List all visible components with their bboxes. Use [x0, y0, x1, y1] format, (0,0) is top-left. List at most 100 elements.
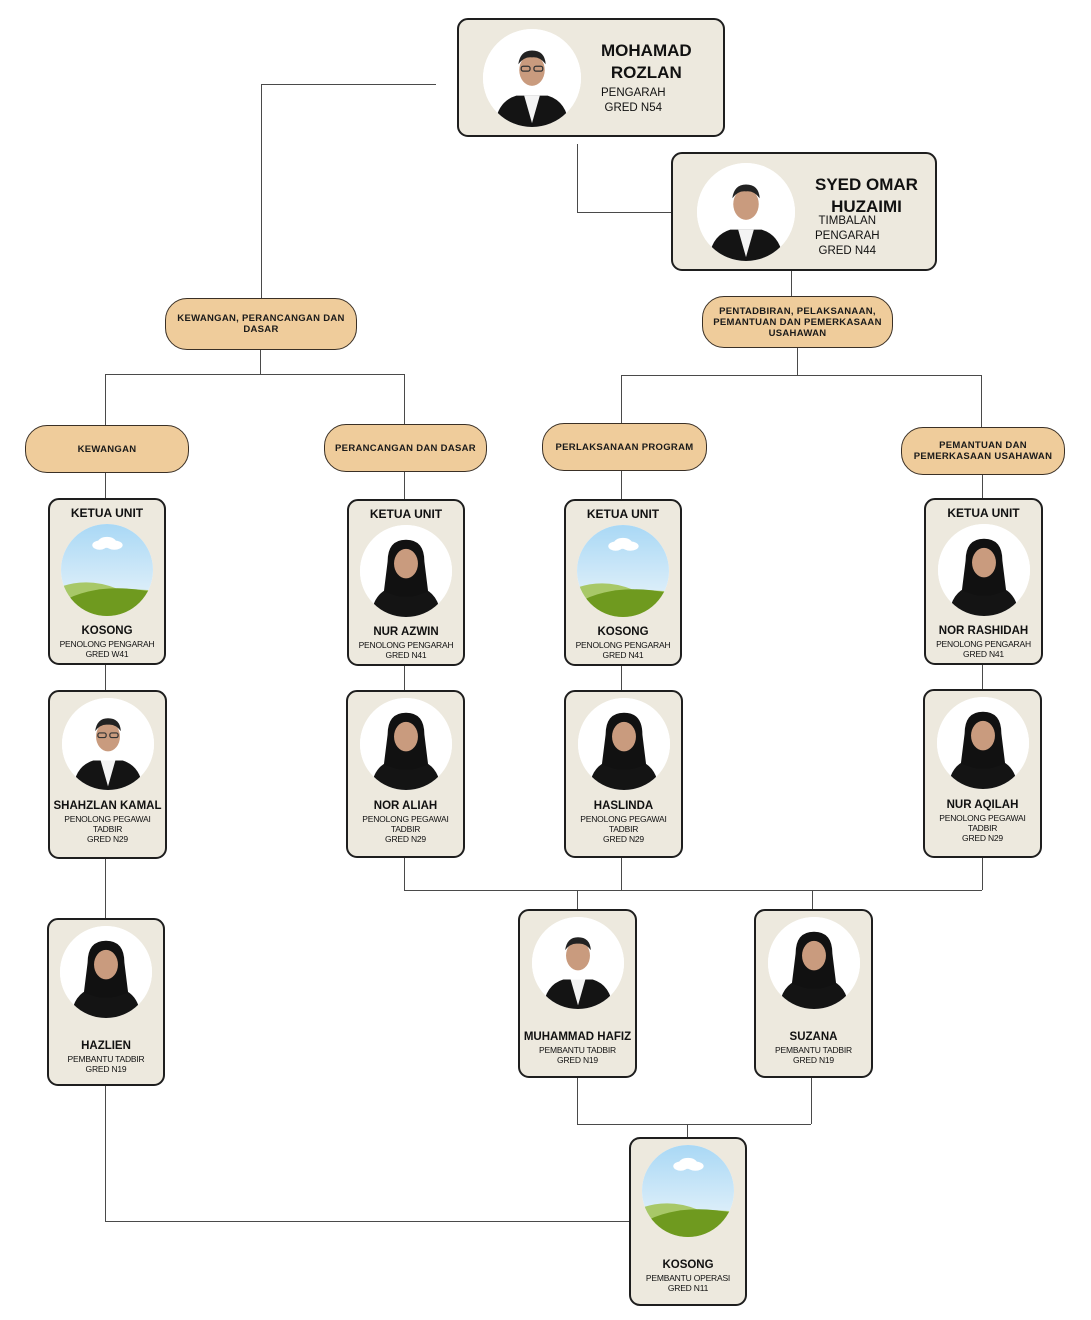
- staff-card[interactable]: NOR ALIAH PENOLONG PEGAWAI TADBIR GRED N2…: [346, 690, 465, 858]
- staff-position: PENOLONG PEGAWAI TADBIR GRED N29: [64, 814, 151, 844]
- staff-position: PENOLONG PENGARAH GRED N41: [936, 639, 1031, 659]
- staff-photo: [360, 525, 452, 617]
- staff-card[interactable]: SHAHZLAN KAMAL PENOLONG PEGAWAI TADBIR GR…: [48, 690, 167, 859]
- staff-photo: [937, 524, 1030, 616]
- connector-line: [105, 374, 404, 375]
- connector-line: [982, 475, 983, 498]
- staff-photo: [359, 698, 452, 790]
- connector-line: [577, 890, 578, 909]
- staff-photo: [642, 1145, 734, 1237]
- connector-line: [404, 665, 405, 690]
- director-position: PENGARAH GRED N54: [601, 87, 666, 114]
- staff-name: NOR RASHIDAH: [938, 625, 1029, 637]
- connector-line: [577, 212, 671, 213]
- division-name: KEWANGAN, PERANCANGAN DAN DASAR: [177, 313, 345, 335]
- staff-position: PENOLONG PEGAWAI TADBIR GRED N29: [580, 814, 667, 844]
- staff-card[interactable]: NUR AQILAH PENOLONG PEGAWAI TADBIR GRED N…: [923, 689, 1042, 858]
- staff-position: PENOLONG PEGAWAI TADBIR GRED N29: [939, 813, 1026, 843]
- connector-line: [621, 375, 622, 423]
- connector-line: [621, 471, 622, 499]
- staff-card[interactable]: HASLINDA PENOLONG PEGAWAI TADBIR GRED N29: [564, 690, 683, 858]
- connector-line: [621, 375, 981, 376]
- connector-line: [404, 374, 405, 424]
- connector-line: [621, 857, 622, 890]
- staff-photo: [577, 698, 670, 790]
- staff-card[interactable]: KETUA UNIT KOSONG PENOLONG PENGARAH GRED N…: [564, 499, 682, 666]
- staff-position: PEMBANTU TADBIR GRED N19: [539, 1045, 616, 1065]
- staff-position: PENOLONG PENGARAH GRED N41: [575, 640, 671, 660]
- staff-photo: [531, 917, 624, 1009]
- connector-line: [687, 1124, 688, 1137]
- staff-photo: [767, 917, 860, 1009]
- staff-photo: [61, 698, 154, 790]
- staff-position: PENOLONG PEGAWAI TADBIR GRED N29: [362, 814, 449, 844]
- staff-title: KETUA UNIT: [70, 506, 144, 520]
- staff-card[interactable]: KETUA UNIT NOR RASHIDAH PENOLONG PENGARAH …: [924, 498, 1043, 665]
- connector-line: [105, 664, 106, 690]
- staff-title: KETUA UNIT: [586, 507, 660, 521]
- staff-position: PEMBANTU TADBIR GRED N19: [67, 1054, 145, 1074]
- staff-name: KOSONG: [597, 626, 649, 638]
- connector-line: [981, 375, 982, 427]
- unit-name: PEMANTUAN DAN PEMERKASAAN USAHAWAN: [913, 440, 1053, 462]
- staff-card[interactable]: KETUA UNIT KOSONG PENOLONG PENGARAH GRED W…: [48, 498, 166, 665]
- staff-card[interactable]: SUZANA PEMBANTU TADBIR GRED N19: [754, 909, 873, 1078]
- unit-label: KEWANGAN: [25, 425, 189, 473]
- staff-name: SHAHZLAN KAMAL: [53, 800, 162, 812]
- deputy-name: SYED OMAR HUZAIMI: [815, 175, 918, 216]
- unit-label: PERANCANGAN DAN DASAR: [324, 424, 487, 472]
- staff-photo: [577, 525, 669, 617]
- staff-name: HASLINDA: [593, 800, 654, 812]
- unit-name: KEWANGAN: [77, 443, 137, 455]
- connector-line: [982, 857, 983, 890]
- staff-name: NUR AZWIN: [373, 626, 439, 638]
- staff-name: SUZANA: [789, 1031, 838, 1043]
- director-card[interactable]: MOHAMAD ROZLAN PENGARAH GRED N54: [457, 18, 725, 137]
- connector-line: [404, 857, 405, 890]
- connector-line: [105, 1085, 106, 1221]
- connector-line: [982, 664, 983, 689]
- division-name: PENTADBIRAN, PELAKSANAAN, PEMANTUAN DAN …: [713, 305, 882, 339]
- unit-name: PERANCANGAN DAN DASAR: [335, 442, 476, 454]
- staff-position: PENOLONG PENGARAH GRED W41: [59, 639, 155, 659]
- staff-photo: [60, 926, 152, 1018]
- staff-title: KETUA UNIT: [947, 506, 1020, 520]
- staff-name: NOR ALIAH: [373, 800, 438, 812]
- staff-position: PENOLONG PENGARAH GRED N41: [358, 640, 454, 660]
- staff-card[interactable]: KOSONG PEMBANTU OPERASI GRED N11: [629, 1137, 747, 1306]
- staff-photo: [61, 524, 153, 616]
- division-label: PENTADBIRAN, PELAKSANAAN, PEMANTUAN DAN …: [702, 296, 893, 348]
- connector-line: [404, 472, 405, 499]
- connector-line: [812, 890, 813, 909]
- staff-position: PEMBANTU OPERASI GRED N11: [645, 1273, 731, 1293]
- staff-position: PEMBANTU TADBIR GRED N19: [775, 1045, 852, 1065]
- staff-photo: [936, 697, 1029, 789]
- staff-card[interactable]: HAZLIEN PEMBANTU TADBIR GRED N19: [47, 918, 165, 1086]
- connector-line: [105, 473, 106, 498]
- deputy-photo: [697, 163, 795, 261]
- director-name: MOHAMAD ROZLAN: [601, 41, 692, 82]
- connector-line: [261, 84, 436, 85]
- connector-line: [577, 144, 578, 212]
- staff-card[interactable]: MUHAMMAD HAFIZ PEMBANTU TADBIR GRED N19: [518, 909, 637, 1078]
- staff-name: HAZLIEN: [81, 1040, 131, 1052]
- connector-line: [797, 348, 798, 375]
- connector-line: [105, 1221, 629, 1222]
- connector-line: [577, 1077, 578, 1124]
- connector-line: [105, 374, 106, 425]
- connector-line: [577, 1124, 811, 1125]
- connector-line: [260, 350, 261, 374]
- staff-name: NUR AQILAH: [946, 799, 1019, 811]
- director-photo: [483, 29, 581, 127]
- unit-name: PERLAKSANAAN PROGRAM: [555, 441, 694, 453]
- connector-line: [621, 665, 622, 690]
- unit-label: PEMANTUAN DAN PEMERKASAAN USAHAWAN: [901, 427, 1065, 475]
- connector-line: [261, 84, 262, 298]
- unit-label: PERLAKSANAAN PROGRAM: [542, 423, 707, 471]
- connector-line: [105, 858, 106, 918]
- staff-name: MUHAMMAD HAFIZ: [523, 1031, 632, 1043]
- staff-name: KOSONG: [81, 625, 133, 637]
- staff-name: KOSONG: [662, 1259, 714, 1271]
